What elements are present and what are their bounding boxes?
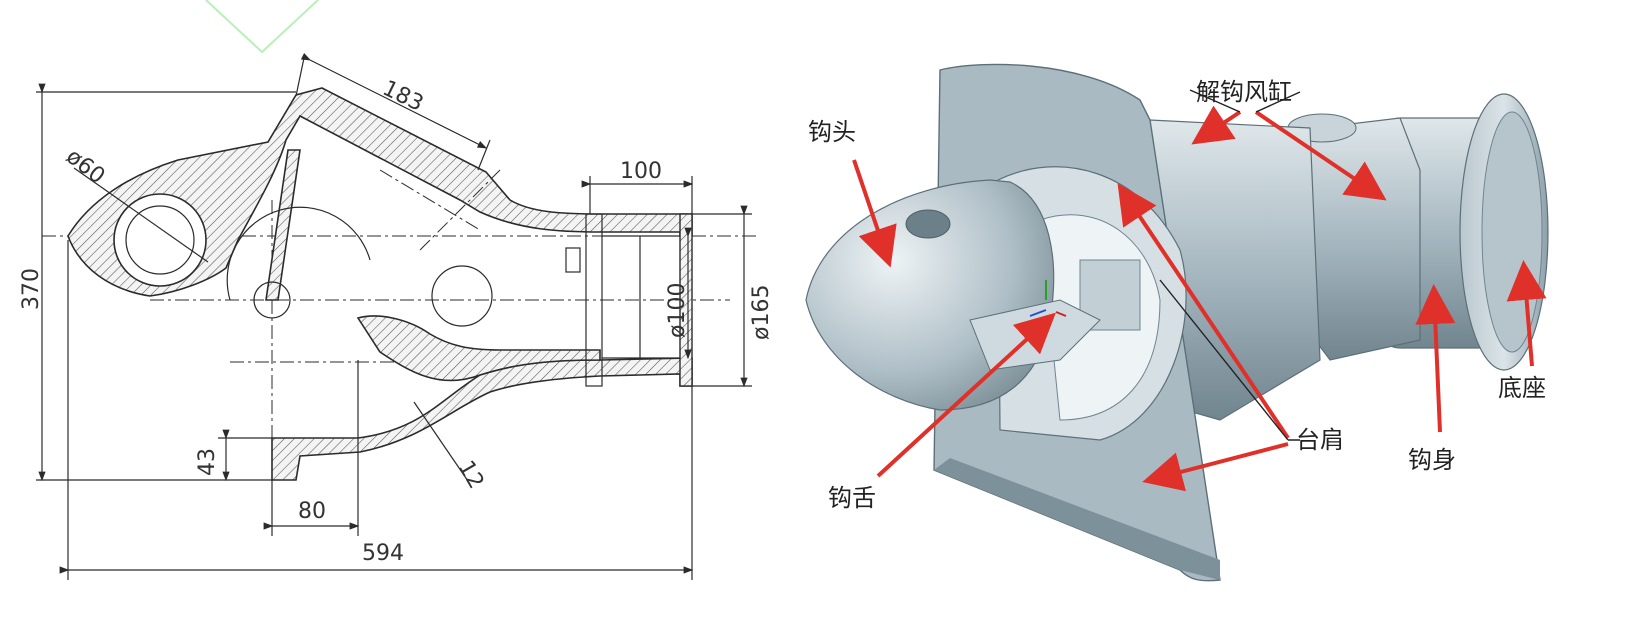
pin (253, 281, 291, 319)
label-hook-body: 钩身 (1408, 446, 1456, 474)
hook-eye (113, 193, 207, 287)
label-hook-head: 钩头 (808, 118, 856, 146)
dim-100: 100 (620, 159, 662, 184)
small-slot (565, 247, 581, 273)
hook-head-hole (905, 209, 951, 239)
dim-370: 370 (19, 268, 44, 310)
dim-phi100: ø100 (665, 283, 690, 338)
dim-80: 80 (298, 499, 326, 524)
dim-phi60: ø60 (61, 144, 109, 189)
dim-43: 43 (195, 448, 220, 476)
dim-12: 12 (453, 457, 489, 494)
hook-eye-inner (125, 205, 195, 275)
shell-lower (271, 357, 693, 481)
base-face (1481, 111, 1543, 353)
dim-phi165: ø165 (749, 285, 774, 340)
dimension-lines (36, 53, 752, 580)
dim-594: 594 (362, 541, 404, 566)
shell-upper (67, 87, 693, 297)
side-hole (431, 265, 493, 327)
shell-lower-inner (356, 315, 601, 382)
technical-drawing: 183 ø60 100 370 ø100 ø165 43 12 80 594 (19, 53, 774, 580)
label-shoulder: 台肩 (1296, 426, 1344, 454)
label-hook-tongue: 钩舌 (828, 484, 876, 512)
collar-left (585, 213, 603, 387)
coupler-3d-model: 钩头 解钩风缸 钩舌 台肩 钩身 底座 (805, 63, 1549, 582)
label-release-cylinder: 解钩风缸 (1196, 78, 1292, 106)
label-base: 底座 (1498, 374, 1546, 402)
callout-arrows (852, 105, 1547, 492)
centerline-angled (379, 169, 481, 231)
corner-mark (205, 0, 319, 54)
dim-183: 183 (379, 76, 428, 117)
tongue-arc (226, 206, 371, 301)
rib (265, 149, 301, 301)
